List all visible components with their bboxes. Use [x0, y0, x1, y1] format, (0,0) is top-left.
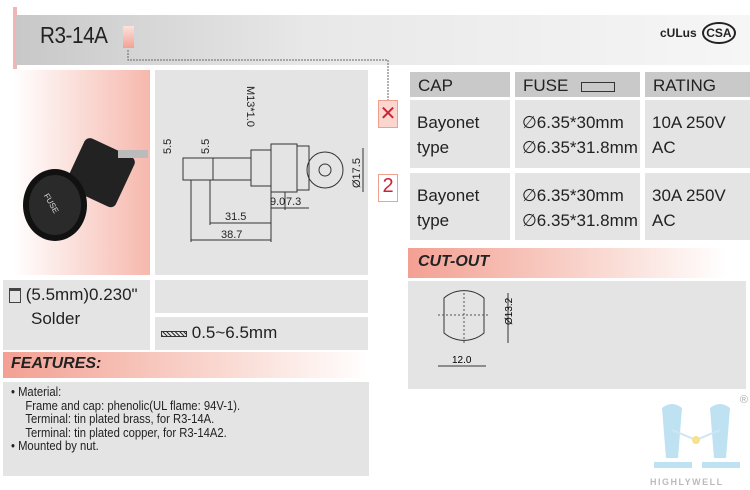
features-list: • Material: Frame and cap: phenolic(UL f…: [3, 382, 369, 476]
blank-cell: [155, 280, 368, 313]
panel-thickness-icon: [161, 330, 187, 337]
certification-logos: cULus CSA: [660, 20, 736, 44]
fuse-icon: [581, 81, 616, 92]
panel-thickness: 0.5~6.5mm: [155, 317, 368, 350]
dim-label: 5.5: [200, 139, 212, 154]
cell-rating: 30A 250V AC: [645, 173, 750, 240]
diameter-label: Ø17.5: [351, 158, 363, 188]
series-marker-2: 2: [378, 174, 398, 202]
cell-fuse: ∅6.35*30mm∅6.35*31.8mm: [515, 100, 640, 168]
dim-label: 5.5: [162, 139, 174, 154]
product-photo: FUSE: [13, 70, 150, 275]
accent-line: [13, 7, 17, 69]
dim-label: M13*1.0: [244, 86, 256, 127]
dim-label: 38.7: [221, 229, 242, 241]
cutout-drawing: Ø13.2 12.0: [408, 281, 746, 389]
cell-rating: 10A 250V AC: [645, 100, 750, 168]
col-header-fuse: FUSE: [515, 72, 640, 97]
terminal-info: (5.5mm)0.230" Solder: [3, 280, 150, 350]
cell-cap: Bayonet type: [410, 100, 510, 168]
product-title: R3-14A: [40, 22, 108, 48]
col-header-rating: RATING: [645, 72, 750, 97]
color-swatch: [123, 26, 134, 48]
dim-label: Ø13.2: [504, 297, 515, 325]
cell-cap: Bayonet type: [410, 173, 510, 240]
header-bar: [16, 15, 750, 65]
features-heading: FEATURES:: [3, 352, 369, 378]
dim-label: 7.3: [286, 196, 301, 208]
dim-label: 31.5: [225, 211, 246, 223]
highlywell-logo: HIGHLYWELL ®: [650, 394, 748, 487]
dim-label: 9.0: [270, 196, 285, 208]
terminal-icon: [9, 288, 21, 304]
cell-fuse: ∅6.35*30mm∅6.35*31.8mm: [515, 173, 640, 240]
series-marker-1: ✕: [378, 100, 398, 128]
col-header-cap: CAP: [410, 72, 510, 97]
cutout-heading: CUT-OUT: [408, 248, 728, 278]
dim-label: 12.0: [452, 355, 472, 366]
dimension-drawing: 5.5 5.5 M13*1.0 31.5 9.0 7.3 38.7 Ø17.5: [155, 70, 368, 275]
